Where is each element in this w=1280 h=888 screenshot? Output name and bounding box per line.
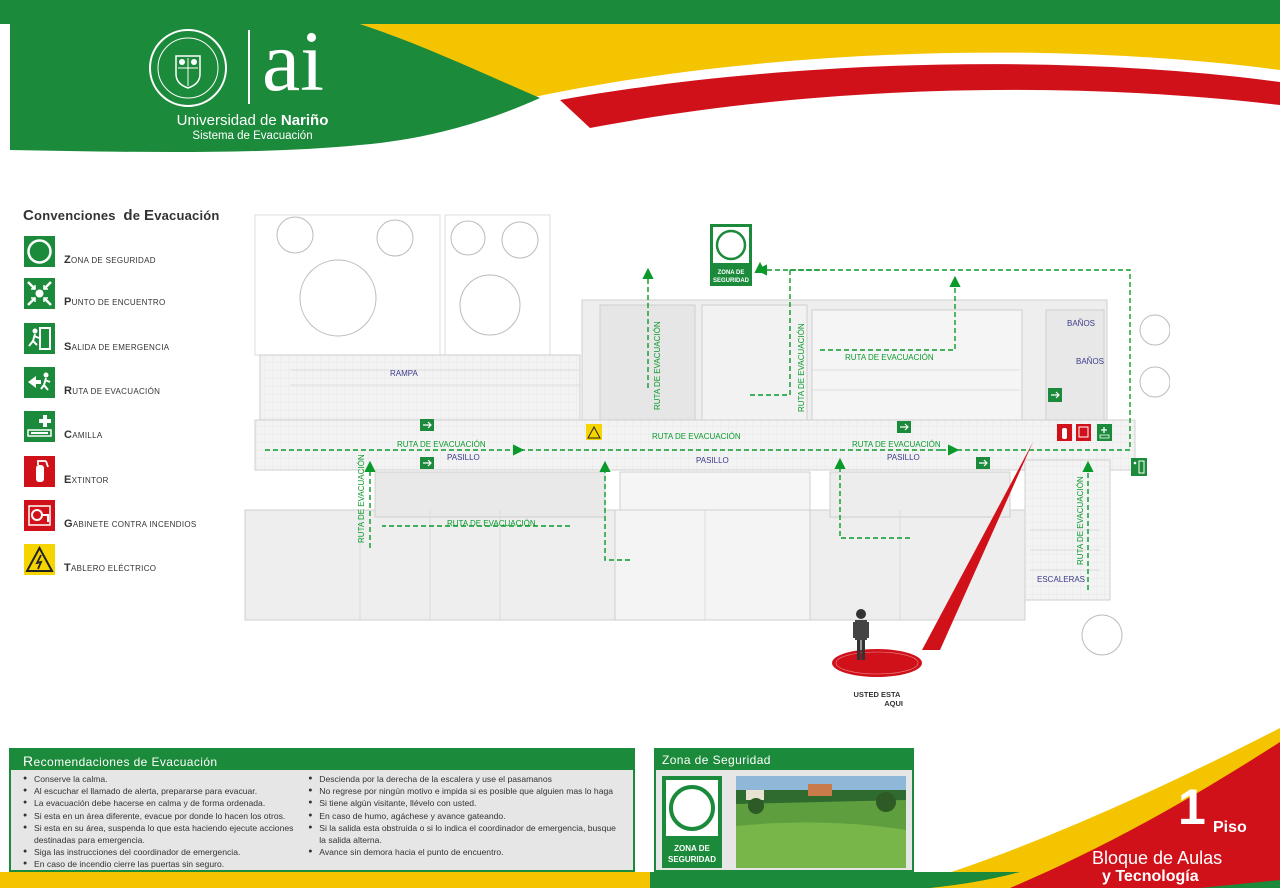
safety-zone-icon: ZONA DE SEGURIDAD bbox=[662, 776, 722, 868]
svg-text:ZONA DE: ZONA DE bbox=[718, 270, 745, 276]
security-zone-photo bbox=[736, 776, 906, 868]
corridor-label: PASILLO bbox=[887, 453, 920, 462]
recommendations-right-list: Descienda por la derecha de la escalera … bbox=[308, 773, 623, 871]
legend-item-meeting-point: Punto de encuentro bbox=[24, 277, 166, 309]
ai-logo: ai bbox=[262, 13, 325, 109]
floor-word: Piso bbox=[1213, 819, 1247, 836]
exit-sign-icon bbox=[1048, 388, 1062, 402]
safety-zone-sign: ZONA DE SEGURIDAD bbox=[710, 224, 752, 286]
legend-item-evacuation-route: Ruta de evacuación bbox=[24, 366, 160, 398]
route-label: RUTA DE EVACUACIÓN bbox=[652, 432, 741, 441]
corridor-label: PASILLO bbox=[696, 456, 729, 465]
list-item: Si esta en su área, suspenda lo que esta… bbox=[23, 822, 308, 846]
emergency-exit-icon bbox=[1131, 458, 1147, 476]
list-item: En caso de incendio cierre las puertas s… bbox=[23, 858, 308, 870]
list-item: En caso de humo, agáchese y avance gatea… bbox=[308, 810, 623, 822]
university-prefix: Universidad de bbox=[176, 112, 277, 129]
route-label: RUTA DE EVACUACIÓN bbox=[845, 353, 934, 362]
ramp-area bbox=[259, 354, 581, 421]
legend-item-safety-zone: Zona de seguridad bbox=[24, 235, 156, 267]
university-title: Universidad de Nariño Sistema de Evacuac… bbox=[160, 112, 345, 142]
stretcher-icon bbox=[24, 410, 55, 442]
floor-plan: RUTA DE EVACUACIÓN RUTA DE EVACUACIÓN RU… bbox=[244, 214, 1170, 677]
fire-cabinet-icon bbox=[24, 499, 55, 531]
safety-zone-icon bbox=[24, 235, 55, 267]
route-label: RUTA DE EVACUACIÓN bbox=[357, 454, 366, 543]
recommendations-title: Recomendaciones de Evacuación bbox=[11, 750, 633, 770]
security-zone-title: Zona de Seguridad bbox=[656, 750, 912, 770]
bathrooms-label: BAÑOS bbox=[1067, 319, 1095, 328]
legend-title: Convenciones de Evacuación bbox=[23, 207, 220, 224]
extinguisher-icon bbox=[1057, 424, 1072, 441]
exit-sign-icon bbox=[420, 457, 434, 469]
exit-sign-icon bbox=[897, 421, 911, 433]
corridor-label: PASILLO bbox=[447, 453, 480, 462]
list-item: Al escuchar el llamado de alerta, prepar… bbox=[23, 785, 308, 797]
evacuation-route-icon bbox=[24, 366, 55, 398]
route-label: RUTA DE EVACUACIÓN bbox=[397, 440, 486, 449]
evacuation-routes bbox=[265, 261, 1131, 590]
list-item: La evacuación debe hacerse en calma y de… bbox=[23, 797, 308, 809]
you-are-here-label: USTED ESTA AQUI bbox=[853, 690, 903, 708]
list-item: Descienda por la derecha de la escalera … bbox=[308, 773, 623, 785]
svg-text:ZONA DE: ZONA DE bbox=[674, 844, 710, 853]
exit-sign-icon bbox=[420, 419, 434, 431]
route-label: RUTA DE EVACUACIÓN bbox=[852, 440, 941, 449]
route-label: RUTA DE EVACUACIÓN bbox=[1076, 476, 1085, 565]
floor-number: 1 bbox=[1178, 779, 1206, 835]
tree-icons bbox=[276, 216, 1170, 656]
legend-item-fire-cabinet: Gabinete contra incendios bbox=[24, 499, 197, 531]
legend-item-extinguisher: Extintor bbox=[24, 455, 109, 487]
list-item: Si esta en un área diferente, evacue por… bbox=[23, 810, 308, 822]
emergency-exit-icon bbox=[24, 322, 55, 354]
stairs-label: ESCALERAS bbox=[1037, 575, 1085, 584]
legend-item-electrical-panel: Tablero eléctrico bbox=[24, 543, 156, 575]
bathrooms-label: BAÑOS bbox=[1076, 357, 1104, 366]
list-item: Siga las instrucciones del coordinador d… bbox=[23, 846, 308, 858]
stretcher-icon bbox=[1097, 424, 1112, 441]
electrical-panel-icon bbox=[24, 543, 55, 575]
ramp-label: RAMPA bbox=[390, 369, 419, 378]
legend-item-emergency-exit: Salida de emergencia bbox=[24, 322, 169, 354]
list-item: Conserve la calma. bbox=[23, 773, 308, 785]
list-item: Avance sin demora hacia el punto de encu… bbox=[308, 846, 623, 858]
route-label: RUTA DE EVACUACIÓN bbox=[797, 323, 806, 412]
block-name-line2: y Tecnología bbox=[1102, 868, 1199, 885]
recommendations-panel: Recomendaciones de Evacuación Conserve l… bbox=[9, 748, 635, 872]
list-item: No regrese por ningún motivo e impida si… bbox=[308, 785, 623, 797]
university-name: Nariño bbox=[280, 112, 329, 129]
legend-item-stretcher: Camilla bbox=[24, 410, 103, 442]
route-label: RUTA DE EVACUACIÓN bbox=[653, 321, 662, 410]
you-are-here-marker bbox=[832, 442, 1033, 677]
meeting-point-icon bbox=[24, 277, 55, 309]
exit-sign-icon bbox=[976, 457, 990, 469]
garden-area bbox=[254, 214, 441, 356]
security-zone-panel: Zona de Seguridad ZONA DE SEGURIDAD bbox=[654, 748, 914, 872]
svg-text:SEGURIDAD: SEGURIDAD bbox=[668, 855, 716, 864]
route-label: RUTA DE EVACUACIÓN bbox=[447, 519, 536, 528]
extinguisher-icon bbox=[24, 455, 55, 487]
list-item: Si la salida esta obstruida o si lo indi… bbox=[308, 822, 623, 846]
block-name-line1: Bloque de Aulas bbox=[1092, 848, 1223, 868]
header-divider bbox=[248, 30, 250, 104]
recommendations-left-list: Conserve la calma. Al escuchar el llamad… bbox=[23, 773, 308, 871]
fire-cabinet-icon bbox=[1076, 424, 1091, 441]
system-name: Sistema de Evacuación bbox=[192, 130, 313, 142]
list-item: Si tiene algún visitante, llévelo con us… bbox=[308, 797, 623, 809]
corridor bbox=[254, 419, 1136, 471]
svg-text:SEGURIDAD: SEGURIDAD bbox=[713, 278, 750, 284]
electrical-panel-icon bbox=[586, 424, 602, 440]
university-seal bbox=[149, 29, 227, 107]
